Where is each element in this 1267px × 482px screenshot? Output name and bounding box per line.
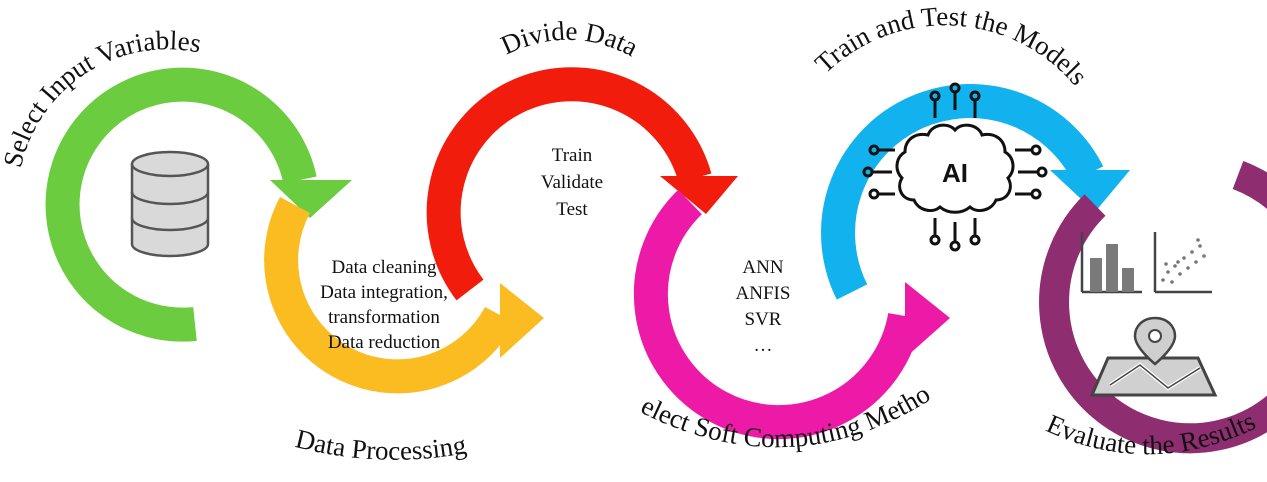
detail-line: Data reduction bbox=[328, 332, 441, 353]
detail-line: … bbox=[754, 335, 773, 356]
label-train-test-models: Train and Test the Models bbox=[809, 1, 1094, 90]
database-icon bbox=[130, 150, 210, 258]
detail-line: transformation bbox=[328, 307, 440, 328]
arc-red bbox=[426, 67, 712, 301]
arc-blue bbox=[821, 84, 1104, 300]
arc-magenta bbox=[633, 189, 922, 440]
arrowhead-blue bbox=[1050, 170, 1130, 212]
arrowhead-red bbox=[660, 176, 738, 214]
detail-line: Validate bbox=[541, 172, 603, 193]
arc-purple bbox=[1039, 160, 1267, 454]
divide-data-details: Train Validate Test bbox=[541, 145, 603, 220]
arrowhead-yellow bbox=[500, 283, 544, 358]
arc-yellow bbox=[264, 196, 515, 394]
data-processing-details: Data cleaning Data integration, transfor… bbox=[320, 257, 448, 353]
arrowhead-magenta bbox=[905, 282, 950, 358]
soft-computing-details: ANN ANFIS SVR … bbox=[736, 257, 791, 356]
arrowhead-green bbox=[270, 180, 352, 218]
arc-green bbox=[45, 67, 317, 342]
label-data-processing: Data Processing bbox=[293, 423, 469, 465]
detail-line: ANFIS bbox=[736, 283, 791, 304]
bar-chart-icon bbox=[1080, 232, 1142, 294]
detail-line: Data integration, bbox=[320, 282, 448, 303]
detail-line: ANN bbox=[742, 257, 783, 278]
scatter-plot-icon bbox=[1153, 232, 1212, 294]
arrow-soft-computing bbox=[633, 189, 950, 440]
ring-evaluate bbox=[1039, 160, 1267, 454]
detail-line: SVR bbox=[745, 309, 782, 330]
ai-icon-text: AI bbox=[942, 158, 968, 188]
arrow-divide-data bbox=[426, 67, 738, 301]
label-evaluate-results: Evaluate the Results bbox=[1042, 406, 1259, 461]
detail-line: Train bbox=[552, 145, 593, 166]
map-pin-icon bbox=[1089, 316, 1218, 397]
arrow-select-input bbox=[45, 67, 352, 342]
arrow-data-processing bbox=[264, 196, 544, 394]
label-divide-data: Divide Data bbox=[496, 16, 643, 63]
detail-line: Data cleaning bbox=[332, 257, 437, 278]
arrow-train-test bbox=[821, 84, 1130, 300]
detail-line: Test bbox=[556, 199, 588, 220]
ai-chip-icon bbox=[862, 82, 1048, 252]
